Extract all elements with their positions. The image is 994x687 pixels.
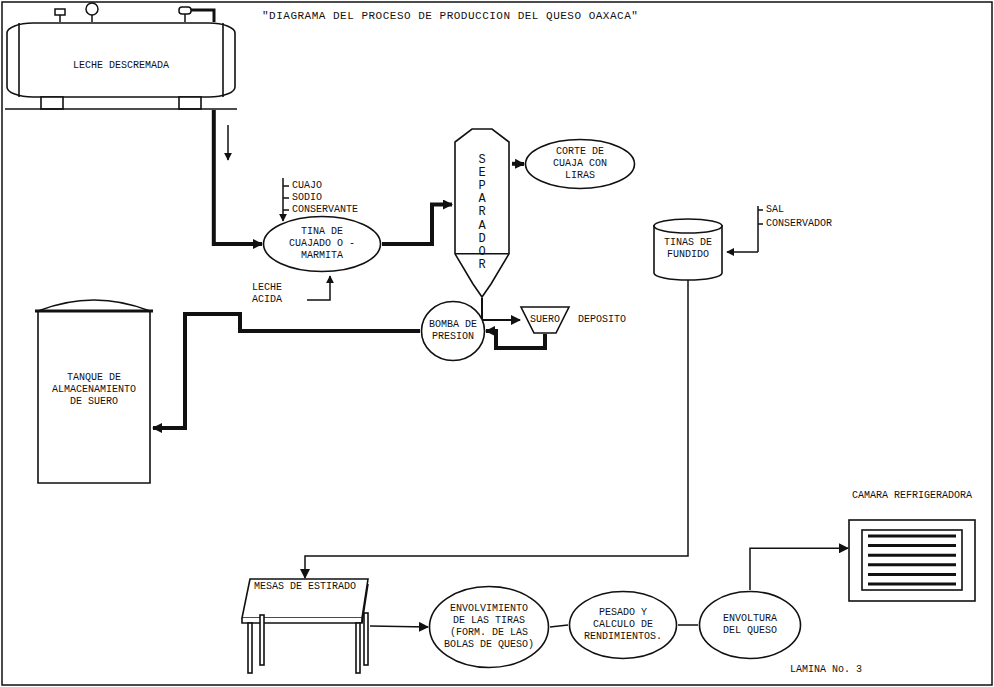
input-label: LECHE ACIDA — [252, 282, 306, 306]
flow-connector — [512, 162, 524, 166]
input-label: SODIO — [292, 192, 322, 204]
process-ellipse: ENVOLVIMIENTO DE LAS TIRAS (FORM. DE LAS… — [428, 585, 550, 669]
input-label: CONSERVANTE — [292, 204, 358, 216]
node-label: CORTE DE CUAJA CON LIRAS — [540, 146, 620, 182]
flow-connector — [678, 624, 698, 626]
tank-gauge — [55, 3, 214, 22]
process-ellipse: CORTE DE CUAJA CON LIRAS — [524, 138, 636, 190]
node-outline — [848, 490, 976, 602]
node-outline — [240, 578, 370, 674]
node-outline-shape — [455, 129, 509, 297]
flow-connector — [305, 280, 688, 578]
flow-connector — [370, 626, 428, 627]
node-label: TANQUE DE ALMACENAMIENTO DE SUERO — [44, 372, 144, 408]
node-label: SEPARADOR — [476, 154, 488, 273]
node-outline-shape — [849, 520, 975, 601]
process-ellipse: TINA DE CUAJADO O - MARMITA — [262, 215, 382, 273]
node-text-area: CAMARA REFRIGERADORA — [851, 490, 973, 518]
whey-deposit: SUERODEPOSITO — [520, 306, 570, 334]
node-text-area: ENVOLTURA DEL QUESO — [712, 603, 788, 647]
node-label: LECHE DESCREMADA — [73, 60, 169, 72]
node-outline-shape — [570, 592, 677, 659]
node-outline-shape — [430, 587, 549, 668]
node-text-area: SUERO — [522, 307, 568, 333]
node-text-area: MESAS DE ESTIRADO — [250, 581, 360, 617]
node-text-area: LECHE DESCREMADA — [33, 33, 209, 99]
stretching-table: MESAS DE ESTIRADO — [240, 578, 370, 674]
node-outline-shape — [422, 302, 485, 361]
input-label: CONSERVADOR — [766, 218, 832, 230]
node-text-area: TINA DE CUAJADO O - MARMITA — [280, 222, 364, 266]
node-outline-shape — [700, 592, 801, 659]
node-text-area: SEPARADOR — [461, 148, 503, 278]
node-label: SUERO — [530, 314, 560, 326]
process-ellipse: PESADO Y CALCULO DE RENDIMIENTOS. — [568, 590, 678, 660]
node-label: BOMBA DE PRESION — [429, 319, 477, 343]
whey-tank: TANQUE DE ALMACENAMIENTO DE SUERO — [35, 295, 153, 485]
flow-connector — [153, 314, 420, 428]
node-outline-shape — [5, 23, 237, 109]
node-outline-shape — [264, 217, 381, 272]
process-ellipse: ENVOLTURA DEL QUESO — [698, 590, 802, 660]
flow-connector — [550, 625, 568, 627]
flow-connector — [382, 205, 452, 245]
node-text-area: ENVOLVIMIENTO DE LAS TIRAS (FORM. DE LAS… — [444, 595, 534, 659]
input-label: CUAJO — [292, 180, 322, 192]
node-label: MESAS DE ESTIRADO — [254, 581, 356, 593]
flow-connector — [482, 298, 520, 320]
input-label: SAL — [766, 204, 784, 216]
node-label: TINAS DE FUNDIDO — [658, 237, 718, 261]
node-label: PESADO Y CALCULO DE RENDIMIENTOS. — [582, 607, 664, 643]
node-heading: DEPOSITO — [578, 314, 626, 326]
node-label: ENVOLTURA DEL QUESO — [712, 613, 788, 637]
node-outline-shape — [35, 300, 153, 483]
node-text-area: PESADO Y CALCULO DE RENDIMIENTOS. — [582, 600, 664, 650]
node-text-area: CORTE DE CUAJA CON LIRAS — [540, 143, 620, 185]
cold-room: CAMARA REFRIGERADORA — [848, 490, 976, 602]
flow-connector — [214, 110, 262, 244]
node-outline-shape — [521, 307, 569, 333]
input-label: LAMINA No. 3 — [790, 664, 862, 676]
flow-arrow — [227, 125, 229, 160]
node-label: CAMARA REFRIGERADORA — [852, 490, 972, 502]
node-outline-shape — [242, 579, 368, 673]
node-text-area: TANQUE DE ALMACENAMIENTO DE SUERO — [44, 318, 144, 462]
node-label: ENVOLVIMIENTO DE LAS TIRAS (FORM. DE LAS… — [444, 603, 534, 651]
separator: SEPARADOR — [452, 128, 512, 298]
node-text-area: TINAS DE FUNDIDO — [658, 235, 718, 263]
flow-connector — [750, 548, 848, 590]
node-outline-shape — [526, 140, 635, 189]
node-outline-shape — [654, 219, 722, 280]
melting-vat: TINAS DE FUNDIDO — [652, 218, 724, 280]
milk-tank: LECHE DESCREMADA — [5, 22, 237, 110]
node-label: TINA DE CUAJADO O - MARMITA — [280, 226, 364, 262]
diagram-title: "DIAGRAMA DEL PROCESO DE PRODUCCION DEL … — [262, 10, 638, 22]
pump-circle: BOMBA DE PRESION — [420, 300, 486, 362]
node-text-area: BOMBA DE PRESION — [429, 310, 477, 352]
